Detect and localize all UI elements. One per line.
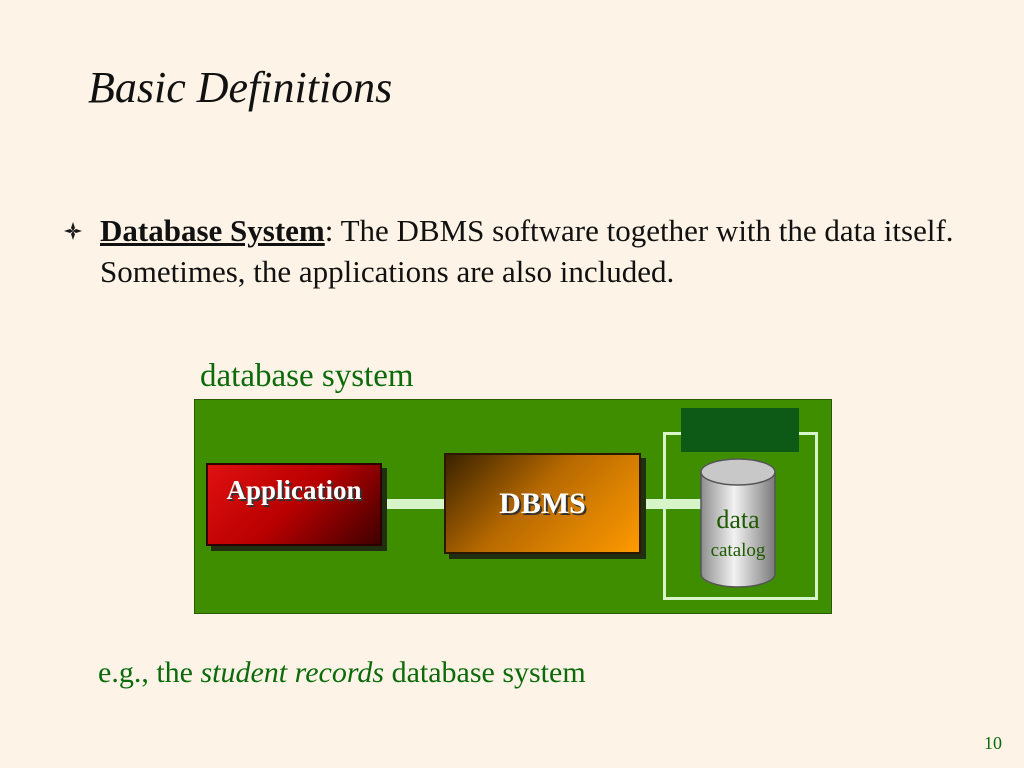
data-label: data xyxy=(716,505,760,534)
dbms-box: DBMS xyxy=(444,453,641,554)
example-prefix: e.g., the xyxy=(98,656,201,689)
bullet-definition: The DBMS software together with the data… xyxy=(100,213,954,289)
example-emphasis: student records xyxy=(200,656,385,689)
app-dbms-connector xyxy=(382,499,446,509)
diamond-bullet-icon xyxy=(64,222,82,240)
catalog-tab xyxy=(681,408,799,452)
database-cylinder-icon xyxy=(700,458,776,588)
application-box: Application xyxy=(206,463,382,546)
bullet-separator: : xyxy=(324,213,334,248)
page-number: 10 xyxy=(984,733,1002,753)
dbms-data-connector xyxy=(641,499,703,509)
example-suffix: database system xyxy=(384,656,586,689)
slide-title: Basic Definitions xyxy=(88,63,393,112)
example-line: e.g., the student records database syste… xyxy=(98,656,586,690)
bullet-term: Database System xyxy=(100,213,325,248)
diagram-caption: database system xyxy=(200,358,414,394)
dbms-label: DBMS xyxy=(499,487,586,520)
application-label: Application xyxy=(226,475,362,505)
bullet-text: Database System: The DBMS software toget… xyxy=(100,210,980,292)
catalog-label: catalog xyxy=(710,540,766,561)
